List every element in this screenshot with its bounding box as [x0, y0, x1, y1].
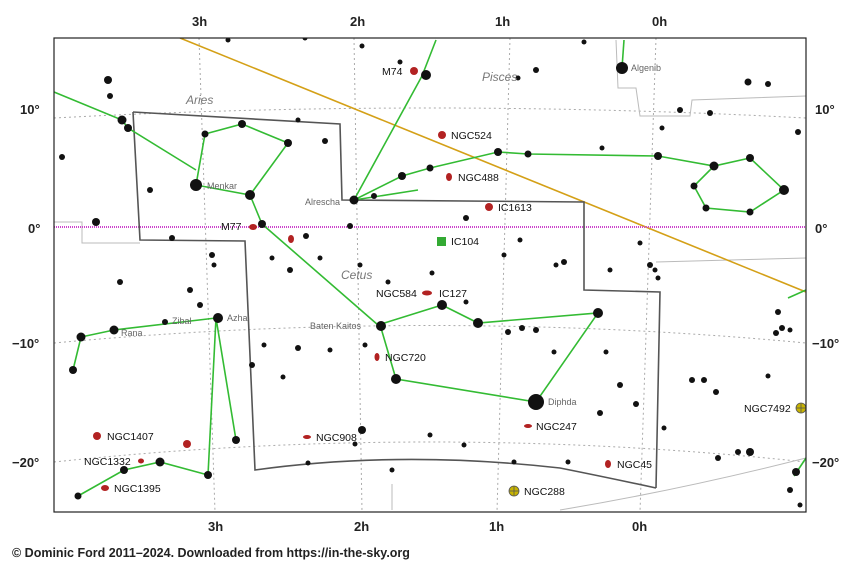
- constellation-pisces: Pisces: [482, 70, 517, 84]
- ra-label-top-2h: 2h: [350, 14, 365, 29]
- faint-boundaries: [54, 39, 806, 511]
- ra-label-bottom-1h: 1h: [489, 519, 504, 534]
- label-ngc1395: NGC1395: [114, 483, 161, 495]
- label-ngc7492: NGC7492: [744, 403, 791, 415]
- galaxy-ngc488: [446, 173, 452, 181]
- ra-label-top-3h: 3h: [192, 14, 207, 29]
- cluster-ngc288: [508, 485, 520, 497]
- galaxy-ngc1395: [101, 485, 109, 491]
- label-m74: M74: [382, 66, 403, 78]
- constellation-cetus: Cetus: [341, 268, 372, 282]
- dec-label-right-m10: −10°: [812, 336, 839, 351]
- label-ngc524: NGC524: [451, 130, 492, 142]
- dec-label-right-10: 10°: [815, 102, 835, 117]
- label-ngc584: NGC584: [376, 288, 417, 300]
- label-ngc288: NGC288: [524, 486, 565, 498]
- star-name-diphda: Diphda: [548, 397, 577, 407]
- dec-label-left-m10: −10°: [12, 336, 39, 351]
- label-m77: M77: [221, 221, 242, 233]
- galaxies: [93, 67, 611, 491]
- galaxy-extra: [288, 235, 294, 243]
- galaxy-ngc524: [438, 131, 446, 139]
- star-name-azha: Azha: [227, 313, 248, 323]
- galaxy-ic1613: [485, 203, 493, 211]
- star-name-zibal: Zibal: [172, 316, 192, 326]
- ra-label-bottom-2h: 2h: [354, 519, 369, 534]
- galaxy-ngc1407: [93, 432, 101, 440]
- dec-label-right-0: 0°: [815, 221, 827, 236]
- label-ngc247: NGC247: [536, 421, 577, 433]
- stars: [59, 38, 803, 508]
- galaxy-ngc1407b: [183, 440, 191, 448]
- ra-label-bottom-0h: 0h: [632, 519, 647, 534]
- galaxy-ngc247: [524, 424, 532, 428]
- galaxy-ngc45: [605, 460, 611, 468]
- label-ngc1407: NGC1407: [107, 431, 154, 443]
- star-name-baten-kaitos: Baten Kaitos: [310, 321, 362, 331]
- galaxy-m74: [410, 67, 418, 75]
- dec-label-left-10: 10°: [20, 102, 40, 117]
- galaxy-m77: [249, 224, 257, 230]
- galaxy-ngc720: [374, 353, 380, 361]
- star-name-menkar: Menkar: [207, 181, 237, 191]
- label-ic127: IC127: [439, 288, 467, 300]
- nebula-ic104: [437, 237, 446, 246]
- ra-label-bottom-3h: 3h: [208, 519, 223, 534]
- credit-text: © Dominic Ford 2011–2024. Downloaded fro…: [12, 546, 410, 560]
- constellation-aries: Aries: [185, 93, 213, 107]
- star-name-alrescha: Alrescha: [305, 197, 340, 207]
- star-name-rana: Rana: [121, 328, 143, 338]
- cluster-ngc7492: [795, 402, 806, 414]
- dec-label-right-m20: −20°: [812, 455, 839, 470]
- label-ngc45: NGC45: [617, 459, 652, 471]
- dec-label-left-m20: −20°: [12, 455, 39, 470]
- label-ic1613: IC1613: [498, 202, 532, 214]
- chart-background: [54, 38, 806, 512]
- label-ic104: IC104: [451, 236, 479, 248]
- ra-label-top-0h: 0h: [652, 14, 667, 29]
- label-ngc908: NGC908: [316, 432, 357, 444]
- chart-frame: [53, 37, 807, 513]
- constellation-boundaries: [132, 111, 661, 489]
- label-ngc720: NGC720: [385, 352, 426, 364]
- ra-label-top-1h: 1h: [495, 14, 510, 29]
- label-ngc1332: NGC1332: [84, 456, 131, 468]
- dec-label-left-0: 0°: [28, 221, 40, 236]
- star-name-algenib: Algenib: [631, 63, 661, 73]
- galaxy-ngc584: [422, 290, 432, 296]
- galaxy-ngc1332: [138, 458, 144, 464]
- galaxy-ngc908: [303, 435, 311, 439]
- label-ngc488: NGC488: [458, 172, 499, 184]
- ecliptic-line: [179, 38, 806, 293]
